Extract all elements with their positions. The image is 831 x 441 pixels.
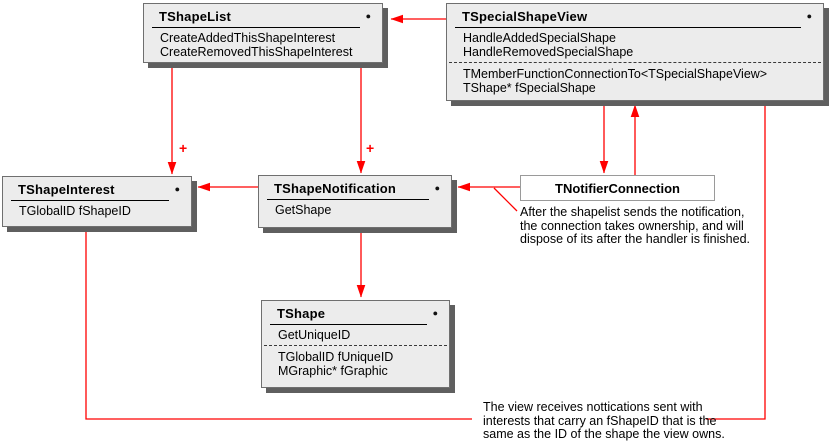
class-title: TShape: [277, 306, 326, 321]
bullet-icon: ●: [806, 11, 812, 21]
field-label: TGlobalID fUniqueID: [278, 350, 394, 364]
callout-line-view-note-left: [85, 231, 472, 420]
class-header: TShape ●: [262, 301, 449, 322]
field-label: TGlobalID fShapeID: [19, 204, 131, 218]
class-box-tspecialshapeview: TSpecialShapeView ● HandleAddedSpecialSh…: [446, 3, 824, 101]
callout-line-connection-note: [493, 187, 518, 212]
bullet-icon: ●: [365, 11, 371, 21]
class-box-tshapelist: TShapeList ● CreateAddedThisShapeInteres…: [143, 3, 383, 63]
field-label: TShape* fSpecialShape: [463, 81, 596, 95]
field-label: MGraphic* fGraphic: [278, 364, 388, 378]
note-connection-ownership: After the shapelist sends the notificati…: [520, 205, 750, 246]
class-box-tshape: TShape ● GetUniqueID TGlobalID fUniqueID…: [261, 300, 450, 388]
method-label: HandleAddedSpecialShape: [463, 31, 616, 45]
divider: [267, 199, 429, 200]
method-label: GetShape: [275, 203, 332, 217]
class-header: TShapeList ●: [144, 4, 382, 25]
class-title: TShapeInterest: [18, 182, 115, 197]
class-header: TSpecialShapeView ●: [447, 4, 823, 25]
bullet-icon: ●: [432, 308, 438, 318]
class-title: TShapeList: [159, 9, 232, 24]
divider: [270, 324, 427, 325]
class-header: TShapeNotification ●: [259, 176, 451, 197]
class-title: TShapeNotification: [274, 181, 397, 196]
dashed-divider: [449, 62, 821, 63]
class-header: TShapeInterest ●: [3, 177, 191, 198]
multiplicity-plus-label: +: [366, 140, 375, 156]
bullet-icon: ●: [434, 183, 440, 193]
bullet-icon: ●: [174, 184, 180, 194]
class-box-tshapeinterest: TShapeInterest ● TGlobalID fShapeID: [2, 176, 192, 227]
note-view-notifications: The view receives nottications sent with…: [483, 400, 725, 441]
divider: [152, 27, 360, 28]
class-box-tshapenotification: TShapeNotification ● GetShape: [258, 175, 452, 228]
dashed-divider: [264, 345, 447, 346]
class-box-tnotifierconnection: TNotifierConnection: [520, 175, 715, 201]
class-title: TNotifierConnection: [555, 180, 680, 196]
method-label: CreateRemovedThisShapeInterest: [160, 45, 353, 59]
field-label: TMemberFunctionConnectionTo<TSpecialShap…: [463, 67, 768, 81]
method-label: HandleRemovedSpecialShape: [463, 45, 634, 59]
method-label: CreateAddedThisShapeInterest: [160, 31, 336, 45]
divider: [11, 200, 169, 201]
callout-line-view-note-right: [706, 104, 766, 420]
method-label: GetUniqueID: [278, 328, 351, 342]
divider: [455, 27, 801, 28]
class-title: TSpecialShapeView: [462, 9, 588, 24]
multiplicity-plus-label: +: [179, 140, 188, 156]
